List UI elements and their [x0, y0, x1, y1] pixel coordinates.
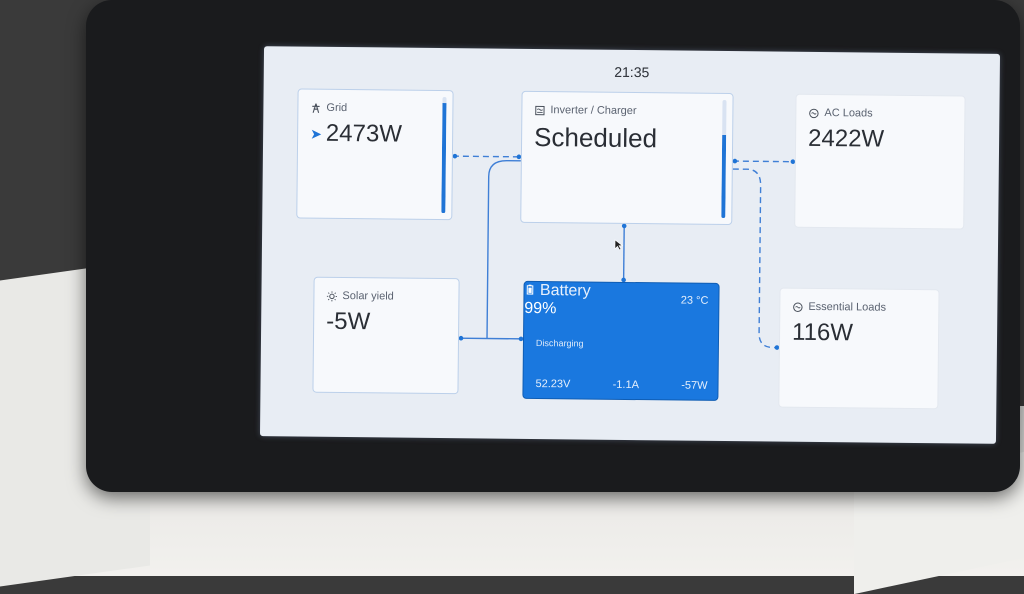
grid-title: Grid: [310, 102, 347, 114]
inverter-state: Scheduled: [533, 121, 658, 154]
battery-state: Discharging: [535, 338, 584, 349]
solar-yield-card[interactable]: Solar yield -5W: [312, 276, 460, 395]
grid-level-bar: [441, 97, 447, 214]
battery-stats: 52.23V -1.1A -57W: [535, 378, 707, 392]
inverter-card[interactable]: Inverter / Charger Scheduled: [520, 90, 734, 226]
battery-current: -1.1A: [612, 378, 640, 392]
battery-title: Battery: [524, 282, 718, 302]
ac-loads-title: AC Loads: [808, 107, 873, 120]
solar-title-label: Solar yield: [342, 289, 394, 303]
flow-inverter-essential: [732, 168, 779, 349]
device-bezel: 21:35 Grid ➤ 2473W Inverter /: [86, 0, 1020, 492]
ac-loads-value: 2422W: [807, 124, 885, 153]
essential-loads-value: 116W: [791, 318, 854, 347]
solar-title: Solar yield: [326, 289, 394, 303]
battery-icon: [526, 284, 534, 295]
battery-power: -57W: [681, 379, 708, 392]
flow-lines: [452, 153, 796, 350]
flow-grid-inverter: [452, 155, 521, 158]
flow-inverter-battery: [622, 223, 625, 282]
grid-level-fill: [441, 102, 447, 214]
ac-gauge-icon: [793, 302, 803, 312]
grid-title-label: Grid: [326, 101, 348, 115]
grid-card[interactable]: Grid ➤ 2473W: [296, 88, 454, 221]
inverter-title-label: Inverter / Charger: [550, 104, 637, 118]
grid-power-value: ➤ 2473W: [310, 120, 402, 149]
battery-temperature: 23 °C: [680, 294, 709, 307]
ac-loads-title-label: AC Loads: [824, 107, 873, 120]
solar-value: -5W: [326, 307, 371, 336]
transmission-tower-icon: [312, 102, 320, 113]
essential-loads-card[interactable]: Essential Loads 116W: [778, 287, 940, 410]
sun-icon: [326, 290, 337, 301]
ac-gauge-icon: [809, 108, 819, 118]
battery-title-label: Battery: [539, 282, 591, 300]
battery-card[interactable]: Battery 23 °C 99% Discharging 52.23V -1.…: [522, 280, 720, 401]
arrow-right-icon: ➤: [310, 125, 322, 142]
essential-loads-title: Essential Loads: [792, 301, 886, 314]
flow-solar-inverter: [486, 160, 521, 339]
inverter-title: Inverter / Charger: [534, 104, 637, 118]
mouse-cursor-icon: [614, 239, 624, 251]
flow-inverter-acloads: [732, 160, 795, 163]
inverter-level-fill: [721, 135, 727, 218]
ac-loads-card[interactable]: AC Loads 2422W: [794, 93, 966, 230]
inverter-icon: [535, 105, 545, 115]
flow-solar-battery: [459, 337, 524, 340]
battery-voltage: 52.23V: [535, 378, 571, 391]
dashboard-screen: 21:35 Grid ➤ 2473W Inverter /: [259, 46, 1001, 444]
grid-power-text: 2473W: [325, 119, 403, 148]
inverter-level-bar: [721, 99, 727, 218]
essential-loads-title-label: Essential Loads: [808, 300, 887, 314]
